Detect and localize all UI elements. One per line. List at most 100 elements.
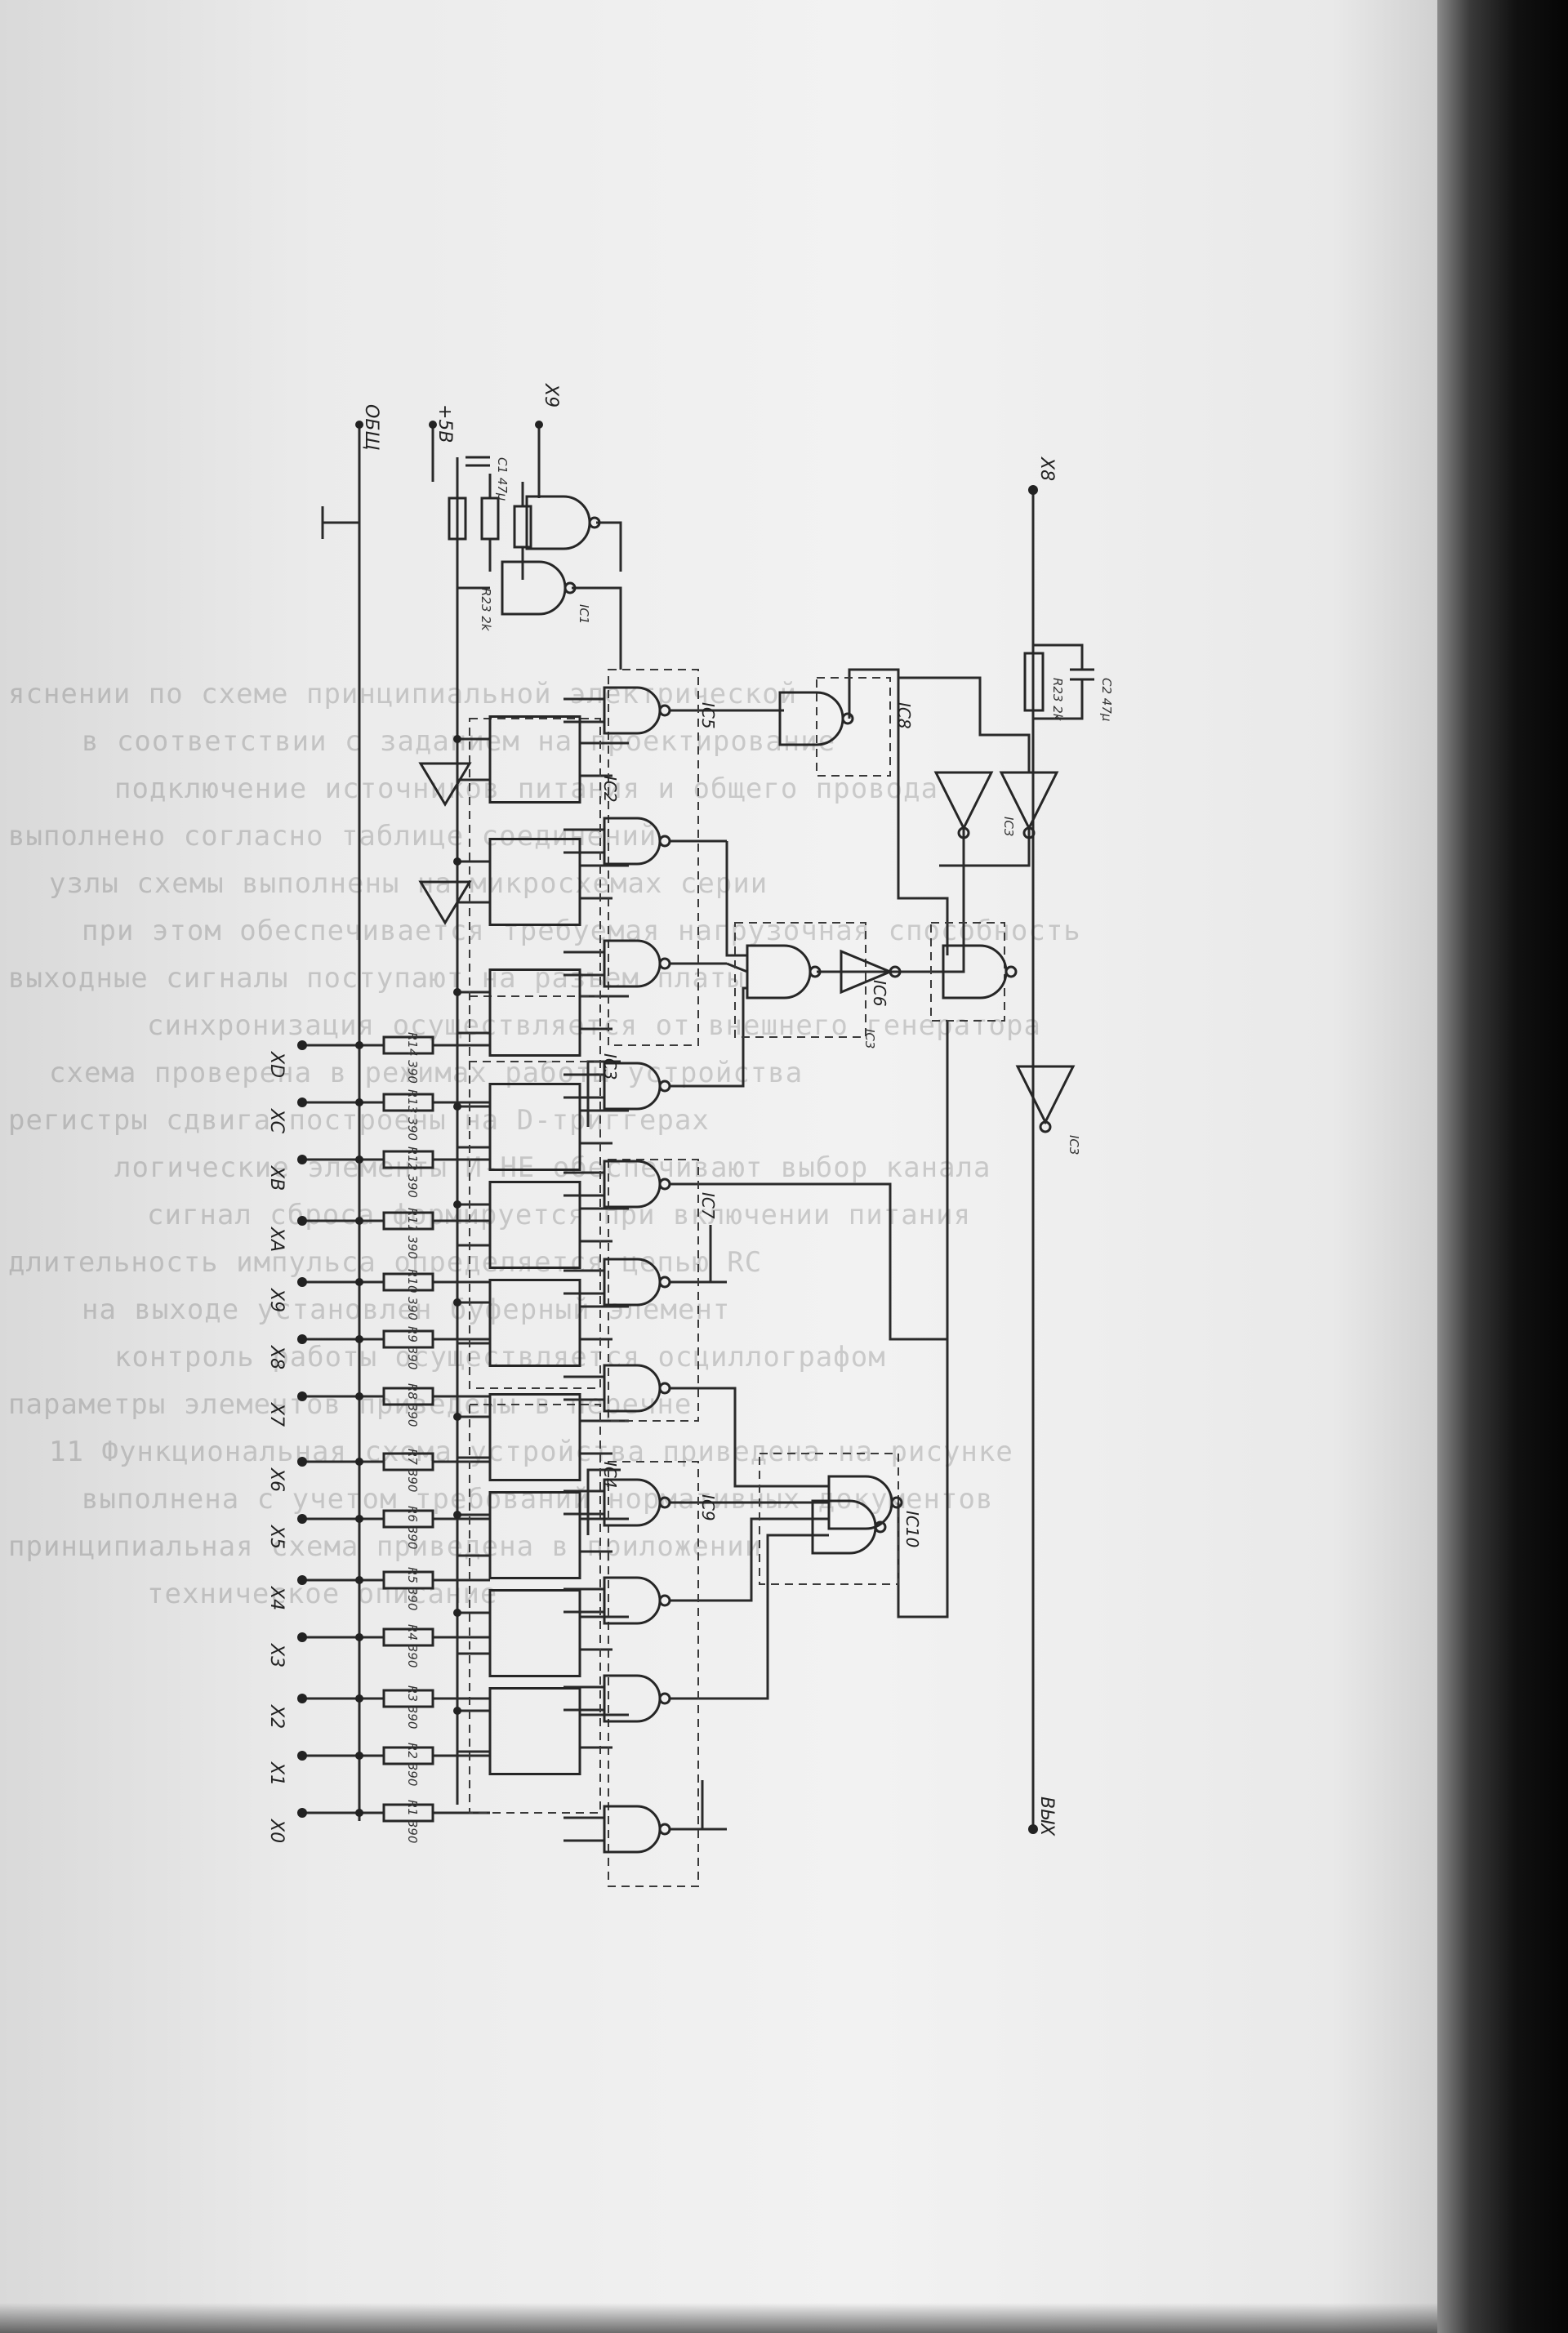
ic-boundary bbox=[469, 995, 601, 1389]
bleed-through-line: 11 Функциональная схема устройства приве… bbox=[49, 1436, 1013, 1468]
junction-dot bbox=[453, 1511, 461, 1519]
resistor-label: R8 390 bbox=[405, 1383, 420, 1427]
flip-flop-block bbox=[488, 968, 581, 1057]
resistor-label: R4 390 bbox=[405, 1624, 420, 1667]
power-label: +5B bbox=[434, 404, 455, 443]
ic-boundary bbox=[469, 1404, 601, 1814]
inverter-bubble bbox=[658, 1080, 671, 1093]
pin-label: X1 bbox=[266, 1761, 287, 1786]
junction-dot bbox=[453, 1707, 461, 1715]
pin-terminal bbox=[297, 1751, 307, 1761]
junction-dot bbox=[453, 1102, 461, 1111]
wire bbox=[1033, 679, 1084, 720]
pin-terminal bbox=[297, 1575, 307, 1585]
pin-terminal bbox=[297, 1155, 307, 1164]
pin-terminal bbox=[297, 1632, 307, 1642]
inverter-bubble bbox=[564, 581, 577, 594]
nand-gate bbox=[603, 939, 662, 988]
junction-dot bbox=[355, 1694, 363, 1703]
bleed-through-line: схема проверена в режимах работы устройс… bbox=[49, 1057, 804, 1089]
resistor bbox=[382, 1387, 434, 1406]
nand-gate bbox=[778, 691, 844, 746]
nand-gate bbox=[746, 944, 812, 1000]
pin-label: X8 bbox=[266, 1345, 287, 1369]
chip-label: IC8 bbox=[894, 702, 914, 729]
wire bbox=[898, 676, 1031, 772]
resistor-label: R14 390 bbox=[405, 1032, 420, 1084]
resistor-label: R12 390 bbox=[405, 1146, 420, 1198]
junction-dot bbox=[453, 735, 461, 743]
resistor bbox=[1023, 652, 1045, 712]
ic-boundary bbox=[608, 1461, 699, 1887]
wire bbox=[586, 1468, 621, 1535]
inverter-bubble bbox=[658, 1496, 671, 1509]
resistor bbox=[382, 1509, 434, 1529]
wire bbox=[895, 828, 965, 973]
inverter bbox=[999, 771, 1059, 831]
flip-flop-block bbox=[488, 838, 581, 926]
wire bbox=[1033, 643, 1084, 670]
bleed-through-line: техническое описание bbox=[147, 1578, 498, 1610]
bleed-through-line: выполнено согласно таблице соединений bbox=[8, 820, 657, 853]
terminal bbox=[355, 421, 363, 429]
pin-terminal bbox=[297, 1514, 307, 1524]
pin-terminal bbox=[297, 1694, 307, 1703]
wire bbox=[727, 1021, 949, 1341]
junction-dot bbox=[453, 1413, 461, 1421]
resistor bbox=[382, 1627, 434, 1647]
junction-dot bbox=[453, 1298, 461, 1307]
inverter-bubble bbox=[658, 1692, 671, 1705]
resistor-label: R5 390 bbox=[405, 1567, 420, 1610]
chip-label: IC7 bbox=[698, 1192, 718, 1219]
inverter-bubble bbox=[1004, 965, 1018, 978]
pin-label: X5 bbox=[266, 1525, 287, 1549]
junction-dot bbox=[355, 1155, 363, 1164]
bleed-through-line: подключение источников питания и общего … bbox=[114, 772, 939, 805]
junction-dot bbox=[355, 1458, 363, 1466]
chip-label: IC2 bbox=[600, 776, 620, 803]
flip-flop-block bbox=[488, 1393, 581, 1481]
nand-gate bbox=[603, 686, 662, 735]
resistor-label: R9 390 bbox=[405, 1326, 420, 1369]
wire bbox=[701, 1780, 727, 1831]
inverter-bubble bbox=[658, 1823, 671, 1836]
junction-dot bbox=[355, 1809, 363, 1817]
flip-flop-block bbox=[488, 715, 581, 804]
inverter-bubble bbox=[658, 1594, 671, 1607]
resistor-label: R2 390 bbox=[405, 1743, 420, 1786]
chip-label: IC6 bbox=[870, 980, 889, 1007]
resistor-label: R10 390 bbox=[405, 1269, 420, 1320]
pin-terminal bbox=[297, 1457, 307, 1467]
flip-flop-block bbox=[488, 1279, 581, 1367]
resistor bbox=[382, 1570, 434, 1590]
junction-dot bbox=[453, 988, 461, 996]
resistor-label: R6 390 bbox=[405, 1506, 420, 1549]
pin-terminal bbox=[297, 1216, 307, 1226]
flip-flop-block bbox=[488, 1491, 581, 1579]
inverter-bubble bbox=[658, 1276, 671, 1289]
junction-dot bbox=[355, 1752, 363, 1760]
resistor bbox=[382, 1150, 434, 1169]
junction-dot bbox=[355, 1576, 363, 1584]
wire bbox=[726, 962, 748, 973]
bleed-through-line: синхронизация осуществляется от внешнего… bbox=[147, 1009, 1041, 1042]
pin-label: X7 bbox=[266, 1402, 287, 1427]
bleed-through-line: сигнал сброса формируется при включении … bbox=[147, 1199, 972, 1231]
nand-gate bbox=[603, 1364, 662, 1413]
wire bbox=[596, 521, 622, 572]
clock-in-label: X9 bbox=[541, 383, 561, 407]
junction-dot bbox=[453, 1609, 461, 1617]
inverter-bubble bbox=[658, 704, 671, 717]
resistor-label: R7 390 bbox=[405, 1449, 420, 1492]
resistor bbox=[382, 1689, 434, 1708]
chip-label: IC3 bbox=[1067, 1135, 1081, 1155]
resistor bbox=[382, 1452, 434, 1471]
resistor bbox=[382, 1803, 434, 1823]
pin-label: X3 bbox=[266, 1643, 287, 1667]
inverter-bubble bbox=[808, 965, 822, 978]
chip-label: IC5 bbox=[698, 702, 718, 729]
nand-gate bbox=[603, 1258, 662, 1307]
ground-label: ОБЩ bbox=[361, 404, 381, 450]
wire bbox=[727, 1387, 829, 1488]
wire bbox=[725, 841, 747, 957]
